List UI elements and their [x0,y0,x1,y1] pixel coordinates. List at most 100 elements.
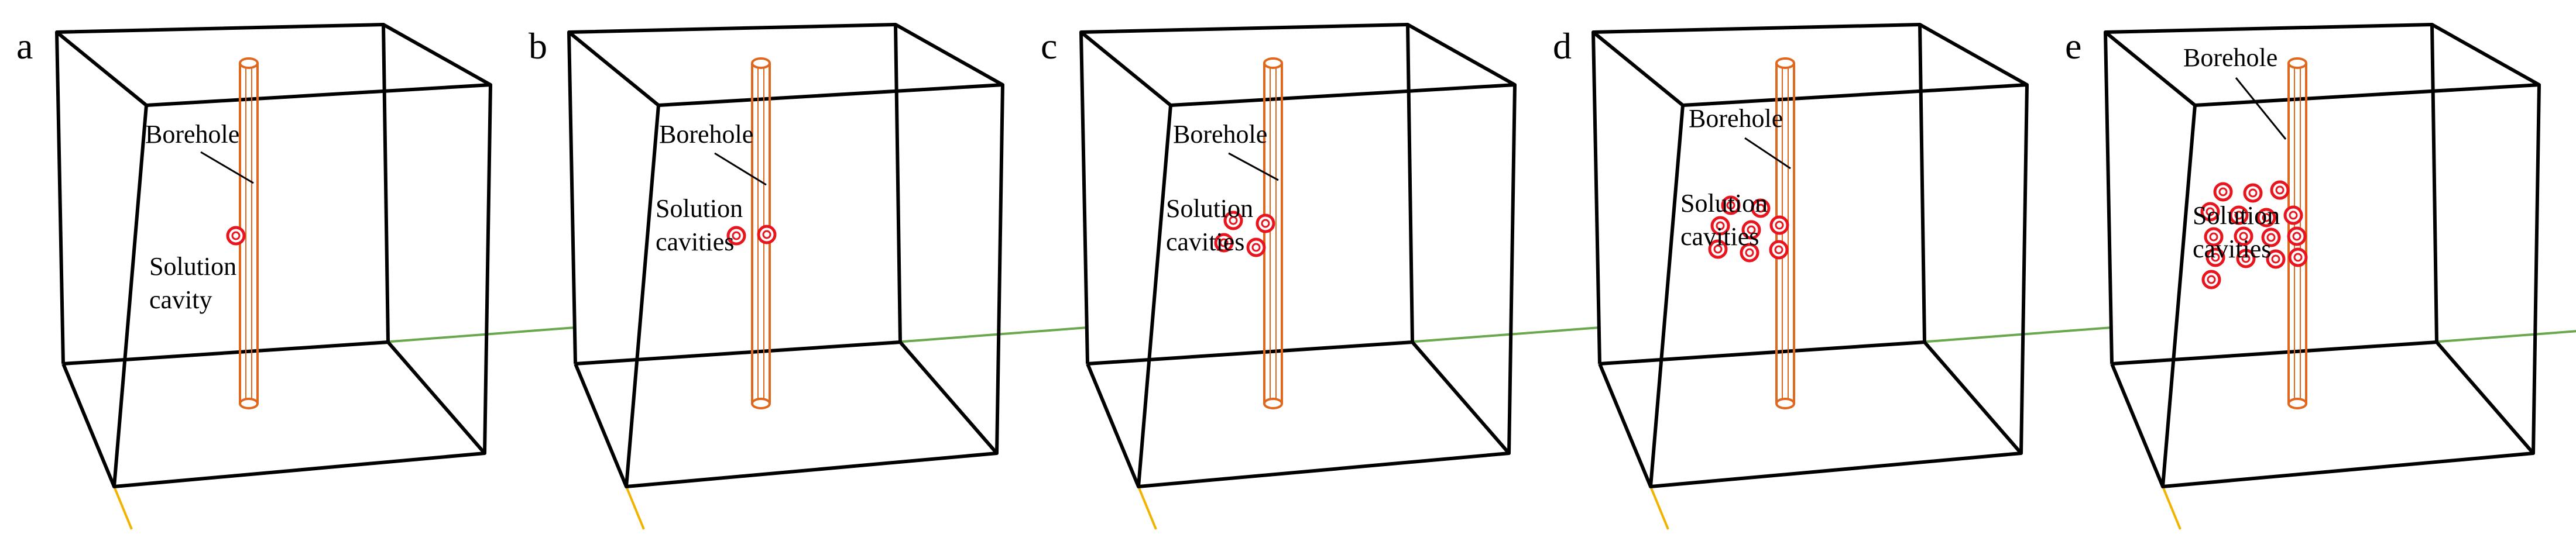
borehole-top-cap [1263,57,1283,69]
box-bottom-back-edge [1599,340,1925,366]
solution-cavity-core [2266,233,2276,242]
solution-cavity [757,225,777,244]
borehole-label: Borehole [2183,43,2277,72]
box-vertical-edge [2019,84,2029,454]
box-vertical-edge [1137,105,1172,487]
box-bottom-face [2110,341,2535,488]
box-bottom-face [1086,341,1511,488]
box-vertical-edge [382,24,390,343]
solution-cavity [1223,211,1243,230]
solution-cavity-core [2293,253,2303,262]
cavity-label-line: cavities [2193,235,2271,263]
solution-cavity [2200,202,2220,222]
x-axis-line [1407,326,1600,343]
solution-cavity-core [231,231,241,240]
borehole-top-cap [1775,57,1795,69]
cavity-label-line: cavities [1680,222,1759,251]
borehole-top-cap [239,57,259,69]
box-vertical-edge [2430,24,2438,343]
solution-cavity-core [2262,213,2271,222]
borehole-label: Borehole [145,120,239,149]
solution-cavity [1710,216,1730,236]
box-vertical-edge [1591,32,1601,364]
box-vertical-edge [2532,84,2541,454]
box-bottom-back-edge [63,340,389,366]
box-vertical-edge [567,32,577,364]
solution-cavity-core [1756,204,1765,213]
borehole-leader-line [714,152,767,186]
borehole-bottom-cap [239,398,259,409]
solution-cavity-core [1251,243,1261,252]
solution-cavity-core [2275,185,2285,195]
solution-cavity-core [1229,216,1238,225]
solution-cavity [2261,228,2281,247]
panel-letter: a [16,25,33,67]
cavity-label-line: Solution [656,194,743,223]
cavity-label-line: cavities [1166,228,1244,256]
solution-cavity [1721,195,1741,215]
borehole-leader-line [200,151,254,184]
box-vertical-edge [483,84,492,454]
borehole-top-cap [2287,57,2307,69]
solution-cavity [2234,226,2253,246]
y-axis-line [113,486,133,530]
borehole-label: Borehole [1173,120,1267,149]
borehole-leader-line [1744,137,1791,170]
solution-cavity-core [2209,232,2218,242]
box-bottom-face [1598,341,2023,488]
panel-letter: d [1553,25,1572,67]
borehole-bottom-cap [1263,398,1283,409]
y-axis-line [1137,486,1157,530]
solution-cavity-core [2239,232,2248,241]
y-axis-line [2162,486,2181,530]
x-axis-line [383,326,576,343]
box-top-face [567,23,1004,107]
solution-cavity [1708,239,1728,259]
solution-cavity [1769,240,1789,260]
solution-cavity-core [2292,232,2301,241]
solution-cavity [2283,205,2303,225]
solution-cavity [1769,215,1789,235]
box-vertical-edge [1918,24,1926,343]
solution-cavity-core [2218,187,2228,197]
borehole-leader-line [2235,77,2287,140]
solution-cavity-core [1775,220,1784,230]
solution-cavity [726,226,746,246]
borehole-bottom-cap [751,398,771,409]
solution-cavity [2204,227,2224,247]
solution-cavity [2229,205,2249,225]
solution-cavity-core [2241,254,2251,263]
solution-cavity [2205,247,2225,267]
solution-cavity [1741,220,1761,240]
cavity-label-line: Solution [149,252,236,281]
box-top-face [55,23,492,107]
borehole-top-cap [751,57,771,69]
solution-cavity-core [1774,245,1783,254]
solution-cavity-core [1716,221,1725,230]
cavity-label-line: Solution [2193,201,2280,230]
borehole-bottom-cap [2287,398,2307,409]
box-vertical-edge [1079,32,1089,364]
solution-cavity-core [2271,254,2280,264]
solution-cavity [1214,233,1234,253]
solution-cavity-core [732,231,741,240]
solution-cavity-core [2211,253,2220,262]
solution-cavity-core [2289,211,2298,220]
solution-cavity-core [1726,201,1735,210]
x-axis-line [895,326,1088,343]
box-bottom-back-edge [2111,340,2437,366]
x-axis-line [2431,330,2576,343]
y-axis-line [625,486,645,530]
solution-cavity-core [1713,244,1723,254]
solution-cavity [1256,213,1275,233]
borehole-label: Borehole [659,120,753,149]
borehole-label: Borehole [1689,104,1783,133]
cavity-label-line: Solution [1680,189,1768,218]
cavity-label-line: Solution [1166,194,1253,223]
box-top-face [2104,23,2541,107]
solution-cavity-core [1261,219,1270,228]
